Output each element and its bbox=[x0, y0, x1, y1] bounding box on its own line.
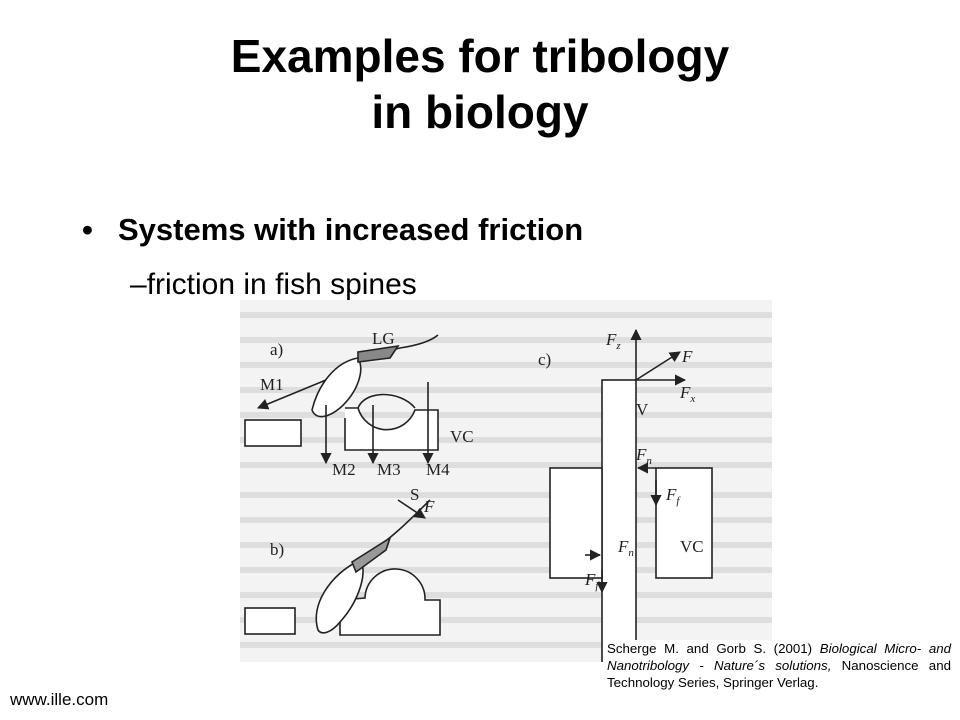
bullet-sub: –friction in fish spines bbox=[130, 268, 417, 302]
figure-labels: a) LG M1 VC M2 M3 M4 S F b) c) Fz F Fx V… bbox=[260, 329, 704, 592]
panel-b-ligament bbox=[351, 536, 392, 574]
bullet-main: • Systems with increased friction bbox=[82, 212, 583, 248]
label-fx: Fx bbox=[679, 383, 695, 405]
footer-site: www.ille.com bbox=[10, 690, 109, 709]
panel-a-socket bbox=[357, 393, 416, 409]
label-vc-c: VC bbox=[680, 537, 704, 556]
label-s: S bbox=[410, 485, 419, 504]
label-m4: M4 bbox=[426, 460, 450, 479]
label-m2: M2 bbox=[332, 460, 356, 479]
panel-a-spine bbox=[357, 334, 439, 359]
panel-b bbox=[244, 499, 441, 636]
label-c: c) bbox=[538, 350, 551, 369]
panel-a-left-block bbox=[244, 419, 302, 447]
title-line-2: in biology bbox=[371, 86, 589, 138]
panel-a-spine-base bbox=[311, 357, 362, 418]
f-arrow-b bbox=[397, 499, 426, 519]
panel-b-spine-base bbox=[315, 558, 364, 634]
label-lg: LG bbox=[372, 329, 395, 348]
label-b: b) bbox=[270, 540, 284, 559]
title-line-1: Examples for tribology bbox=[230, 30, 730, 82]
label-fz: Fz bbox=[605, 330, 621, 352]
label-f-c: F bbox=[681, 347, 693, 366]
label-m3: M3 bbox=[377, 460, 401, 479]
f-arrow-c bbox=[635, 351, 681, 381]
label-f-b: F bbox=[423, 497, 435, 516]
panel-a-vc-block bbox=[344, 407, 439, 451]
label-fn-top: Fn bbox=[635, 445, 652, 467]
fish-spine-diagram: a) LG M1 VC M2 M3 M4 S F b) c) Fz F Fx V… bbox=[240, 312, 772, 662]
citation-authors: Scherge M. and Gorb S. (2001) bbox=[607, 641, 813, 656]
slide-title: Examples for tribology in biology bbox=[0, 28, 960, 140]
citation: Scherge M. and Gorb S. (2001) Biological… bbox=[607, 640, 951, 691]
label-m1: M1 bbox=[260, 375, 284, 394]
panel-a-ligament bbox=[357, 344, 400, 363]
panel-c-right-block bbox=[655, 467, 713, 579]
label-ff-left: Ff bbox=[584, 570, 600, 592]
panel-c bbox=[549, 328, 713, 662]
panel-c-left-block bbox=[549, 467, 603, 579]
panel-a bbox=[244, 334, 439, 465]
citation-series: Nanoscience and Technology Series, Sprin… bbox=[607, 658, 951, 690]
label-fn-bottom: Fn bbox=[617, 537, 634, 559]
label-a: a) bbox=[270, 340, 283, 359]
label-vc-a: VC bbox=[450, 427, 474, 446]
citation-book-title: Biological Micro- and Nanotribology - Na… bbox=[607, 641, 952, 673]
panel-b-left-block bbox=[244, 607, 296, 635]
panel-c-spine-shaft bbox=[601, 379, 637, 662]
sub-bullet-marker: – bbox=[130, 268, 147, 301]
bullet-sub-text: friction in fish spines bbox=[146, 268, 417, 301]
bullet-marker: • bbox=[82, 212, 93, 247]
bullet-main-text: Systems with increased friction bbox=[118, 212, 584, 247]
m1-arrow bbox=[256, 379, 327, 410]
panel-b-vc-block bbox=[339, 568, 441, 636]
fish-spine-figure: a) LG M1 VC M2 M3 M4 S F b) c) Fz F Fx V… bbox=[240, 300, 772, 662]
label-v: V bbox=[636, 400, 649, 419]
label-ff-right: Ff bbox=[665, 485, 681, 507]
